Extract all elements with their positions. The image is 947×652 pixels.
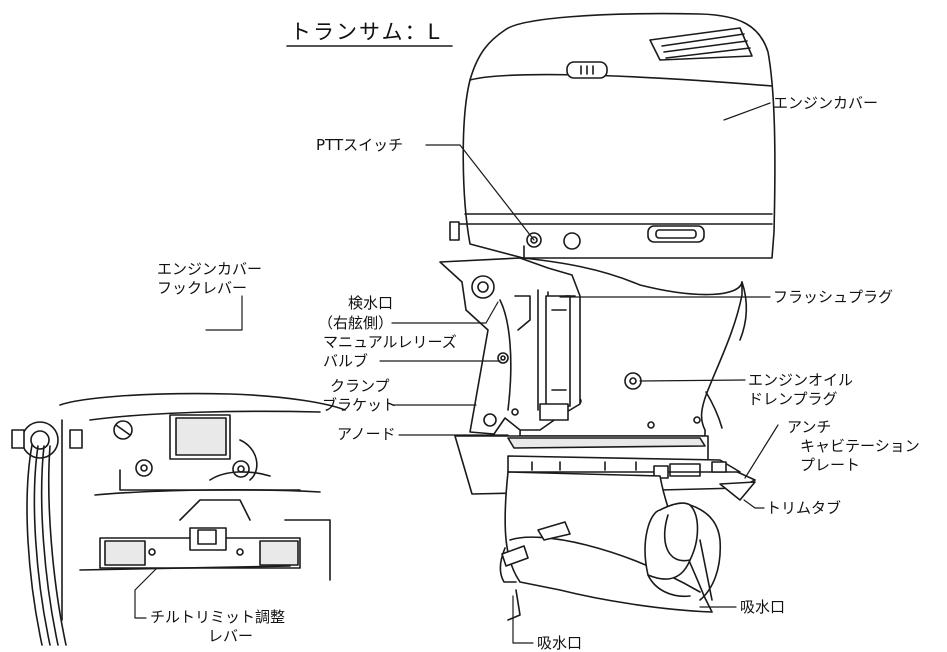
label-water-intake-right: 吸水口 xyxy=(740,598,786,616)
inset-drawing xyxy=(11,392,346,646)
propeller xyxy=(644,502,722,601)
label-anti-cav-1: アンチ xyxy=(787,418,832,436)
label-manual-release-1: マニュアルレリーズ xyxy=(323,333,457,351)
leader-lines xyxy=(134,102,779,644)
label-tilt-lever-2: レバー xyxy=(208,627,254,645)
label-clamp-bracket-2: ブラケット xyxy=(322,396,398,414)
label-cover-hook-lever-1: エンジンカバー xyxy=(157,260,263,278)
label-engine-cover: エンジンカバー xyxy=(773,94,879,112)
label-ptt-switch: PTTスイッチ xyxy=(316,136,404,154)
engine-cover xyxy=(449,12,776,259)
label-oil-drain-1: エンジンオイル xyxy=(748,371,854,389)
clamp-bracket xyxy=(439,257,581,435)
label-check-port-2: （右舷側） xyxy=(318,314,394,332)
label-clamp-bracket-1: クランプ xyxy=(330,377,390,395)
label-tilt-lever-1: チルトリミット調整 xyxy=(150,608,286,626)
label-check-port-1: 検水口 xyxy=(348,294,394,312)
label-water-intake-bottom: 吸水口 xyxy=(537,634,583,652)
label-anode: アノード xyxy=(337,425,396,443)
label-trim-tab: トリムタブ xyxy=(766,499,842,517)
label-cover-hook-lever-2: フックレバー xyxy=(157,279,248,297)
label-anti-cav-2: キャビテーション xyxy=(800,437,920,455)
label-manual-release-2: バルブ xyxy=(323,352,369,370)
diagram-title: トランサム：L xyxy=(290,20,442,44)
label-anti-cav-3: プレート xyxy=(800,456,861,474)
label-flush-plug: フラッシュプラグ xyxy=(773,288,894,306)
label-oil-drain-2: ドレンプラグ xyxy=(748,390,838,408)
